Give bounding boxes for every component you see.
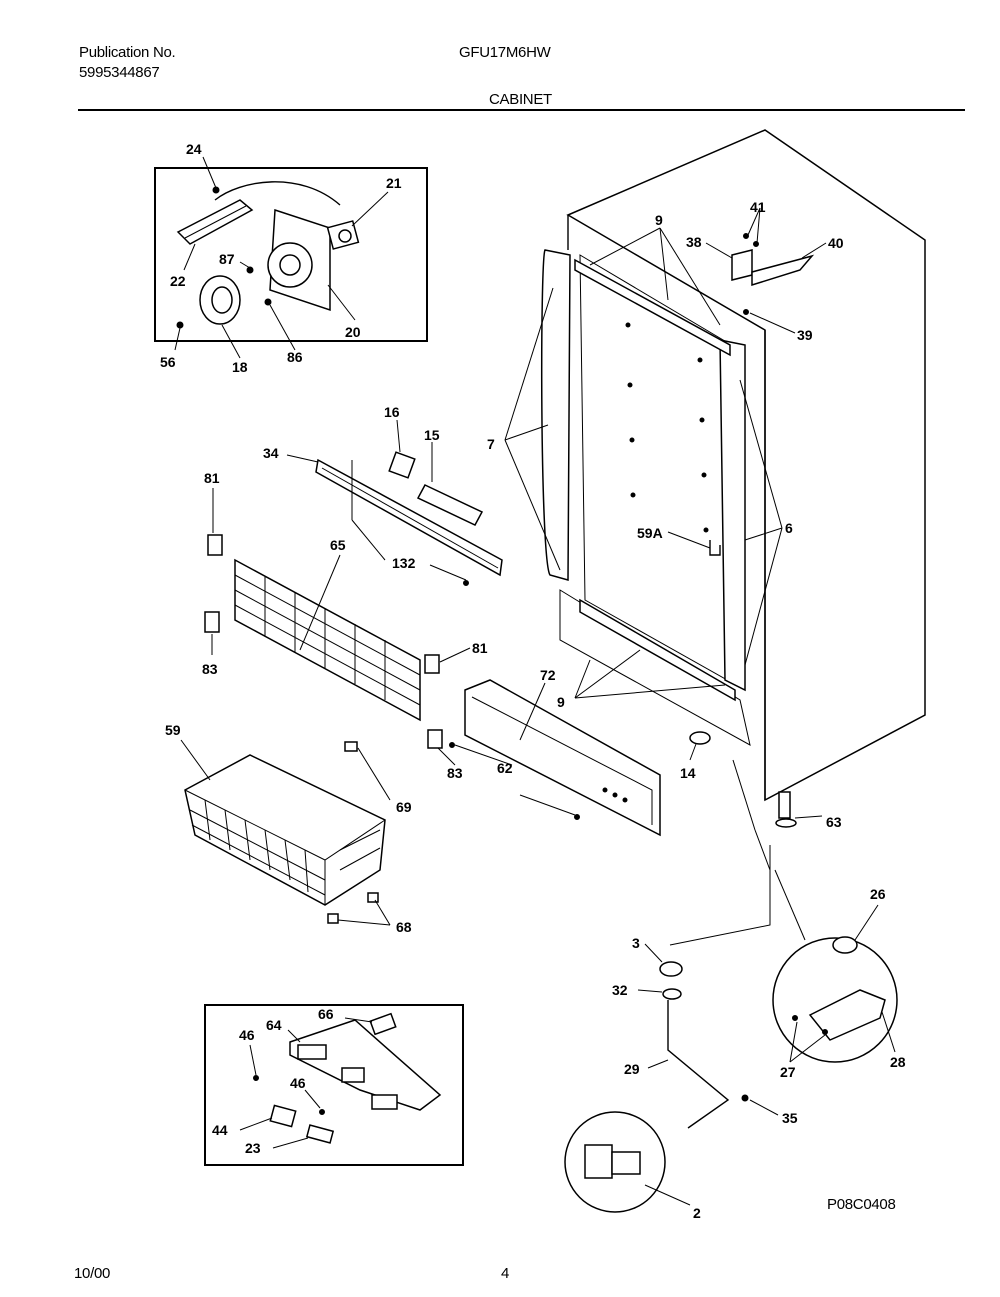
callout-29: 29 [624,1061,640,1077]
callout-59A: 59A [637,525,663,541]
callout-56: 56 [160,354,176,370]
header-rule [78,109,965,111]
callout-64: 64 [266,1017,282,1033]
callout-3: 3 [632,935,640,951]
footer-date: 10/00 [74,1265,111,1282]
section-title: CABINET [489,91,552,108]
model-number: GFU17M6HW [459,44,551,61]
callout-2: 2 [693,1205,701,1221]
publication-number: 5995344867 [79,64,160,81]
callout-21: 21 [386,175,402,191]
callout-41: 41 [750,199,766,215]
callout-39: 39 [797,327,813,343]
callout-35: 35 [782,1110,798,1126]
callout-69: 69 [396,799,412,815]
callout-132: 132 [392,555,416,571]
callout-59: 59 [165,722,181,738]
control-inset [204,1004,464,1166]
callout-46-upper: 46 [239,1027,255,1043]
drain-trough [286,419,503,586]
callout-86: 86 [287,349,303,365]
cabinet-body [504,129,926,802]
callout-16: 16 [384,404,400,420]
callout-63: 63 [826,814,842,830]
fan-motor-inset [154,156,428,359]
callout-81-right: 81 [472,640,488,656]
callout-23: 23 [245,1140,261,1156]
toe-grille [449,679,661,837]
callout-66: 66 [318,1006,334,1022]
callout-32: 32 [612,982,628,998]
callout-6: 6 [785,520,793,536]
callout-83-left: 83 [202,661,218,677]
callout-38: 38 [686,234,702,250]
callout-9-bottom: 9 [557,694,565,710]
callout-34: 34 [263,445,279,461]
callout-26: 26 [870,886,886,902]
callout-81-upper: 81 [204,470,220,486]
callout-7: 7 [487,436,495,452]
publication-label: Publication No. [79,44,176,61]
callout-87: 87 [219,251,235,267]
callout-labels: 24 21 22 87 20 56 18 86 16 15 34 132 81 … [160,141,906,1221]
wire-shelf [204,488,471,766]
callout-18: 18 [232,359,248,375]
callout-20: 20 [345,324,361,340]
callout-65: 65 [330,537,346,553]
freezer-basket [180,739,391,926]
lower-parts [564,731,898,1213]
callout-24: 24 [186,141,202,157]
callout-68: 68 [396,919,412,935]
callout-46-lower: 46 [290,1075,306,1091]
figure-code: P08C0408 [827,1196,896,1213]
callout-40: 40 [828,235,844,251]
callout-83-lower: 83 [447,765,463,781]
callout-44: 44 [212,1122,228,1138]
callout-14: 14 [680,765,696,781]
page-number: 4 [501,1265,510,1282]
callout-72: 72 [540,667,556,683]
callout-22: 22 [170,273,186,289]
callout-62: 62 [497,760,513,776]
callout-28: 28 [890,1054,906,1070]
callout-27: 27 [780,1064,796,1080]
callout-15: 15 [424,427,440,443]
callout-9-top: 9 [655,212,663,228]
